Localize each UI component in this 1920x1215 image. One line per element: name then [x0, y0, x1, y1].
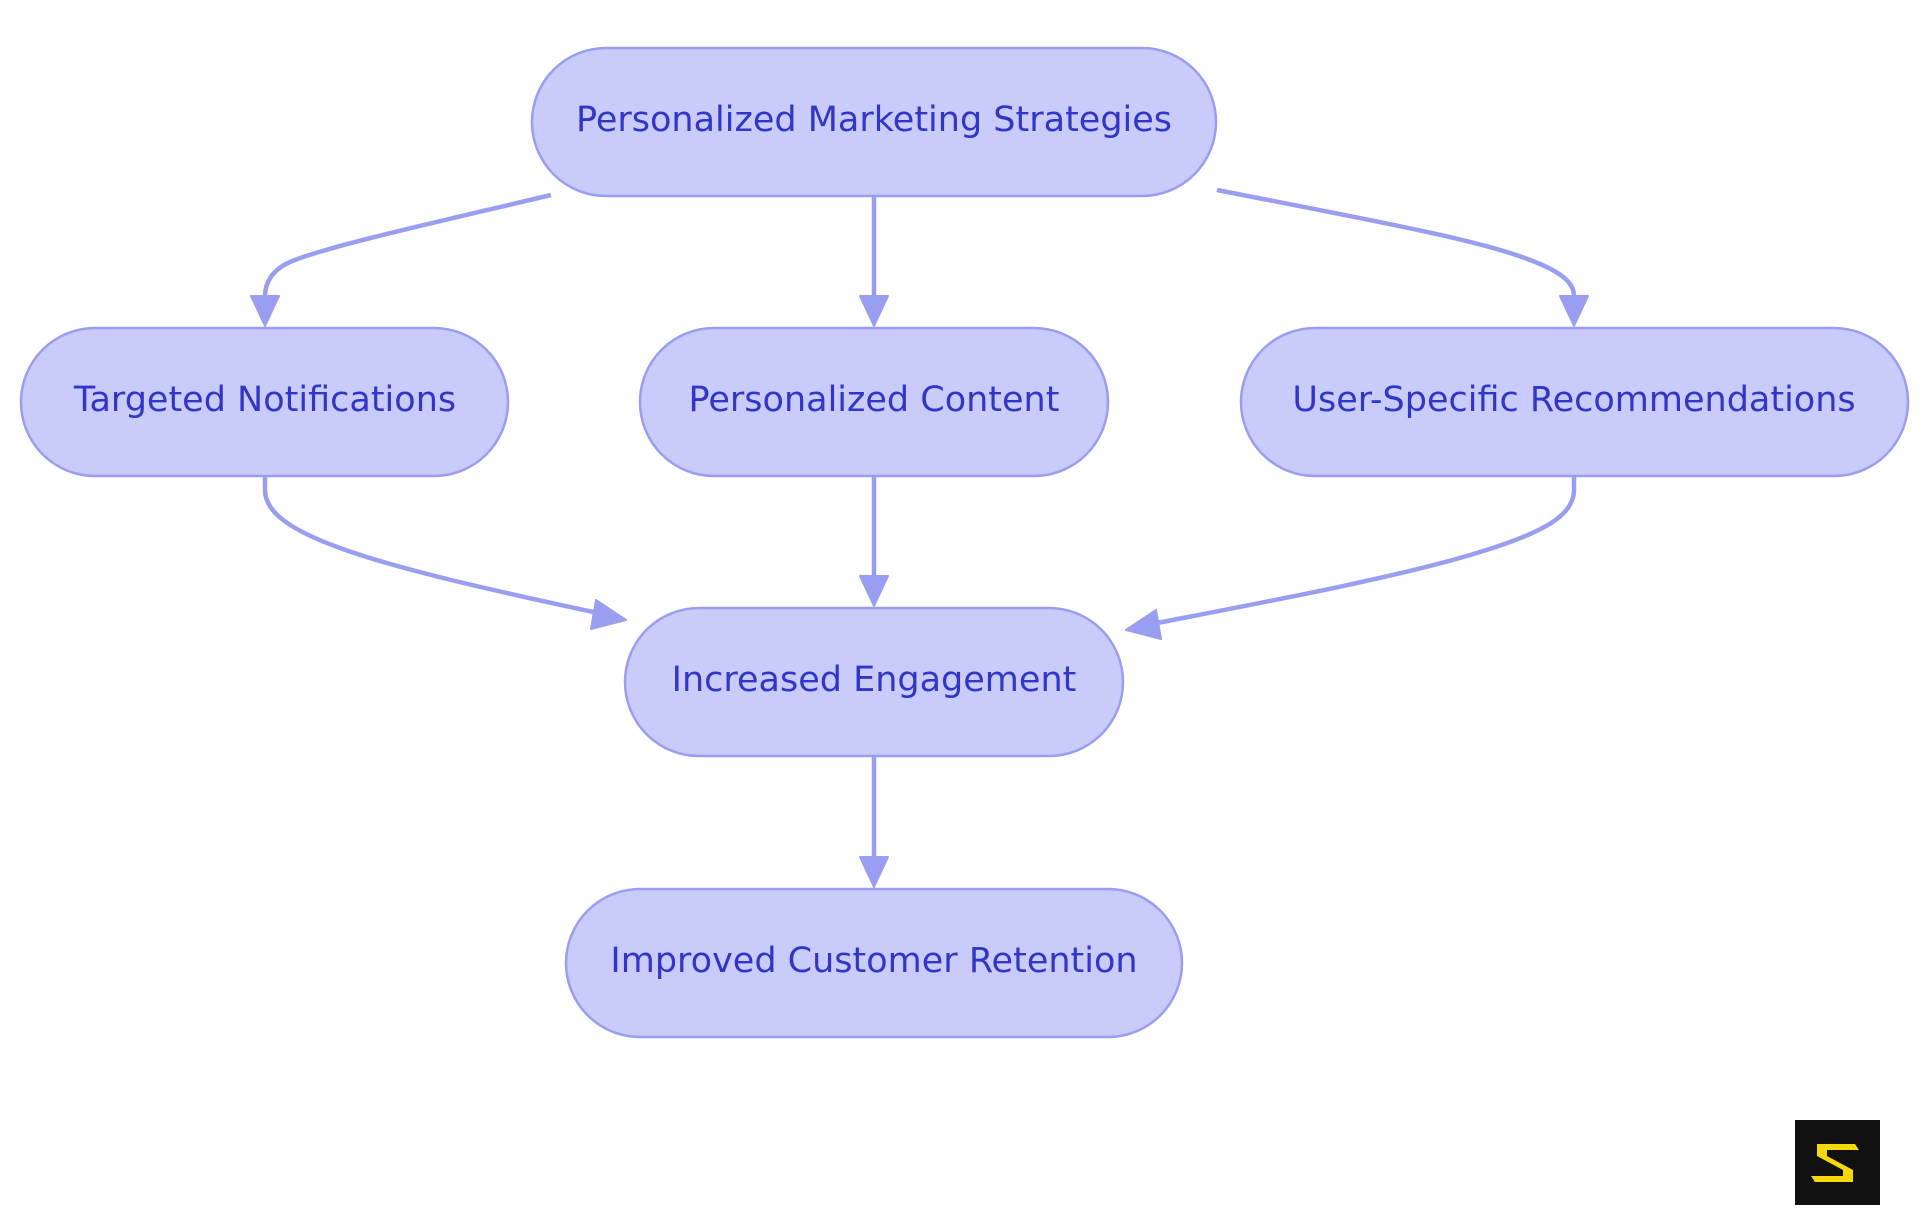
node-increased-engagement: Increased Engagement — [623, 606, 1125, 758]
node-label: User-Specific Recommendations — [1292, 380, 1855, 420]
brand-s-logo-icon — [1795, 1120, 1880, 1205]
node-improved-customer-retention: Improved Customer Retention — [564, 887, 1184, 1039]
edge-strategies-to-recommendations — [1216, 187, 1577, 297]
arrowhead-strategies-to-content — [859, 295, 889, 327]
node-label: Targeted Notifications — [73, 380, 456, 420]
arrowhead-strategies-to-recommendations — [1559, 295, 1589, 327]
arrowhead-notifications-to-engagement — [590, 599, 627, 630]
edge-notifications-to-engagement — [262, 476, 599, 616]
node-shape — [1239, 326, 1910, 478]
arrowhead-strategies-to-notifications — [250, 295, 280, 327]
node-user-specific-recommendations: User-Specific Recommendations — [1239, 326, 1910, 478]
edges — [250, 187, 1589, 888]
node-personalized-marketing-strategies: Personalized Marketing Strategies — [530, 46, 1218, 198]
edge-recommendations-to-engagement — [1151, 476, 1577, 627]
node-label: Personalized Marketing Strategies — [576, 100, 1172, 140]
node-targeted-notifications: Targeted Notifications — [19, 326, 510, 478]
arrowhead-recommendations-to-engagement — [1125, 609, 1162, 640]
node-shape — [19, 326, 510, 478]
node-shape — [623, 606, 1125, 758]
arrowhead-engagement-to-retention — [859, 856, 889, 888]
node-shape — [530, 46, 1218, 198]
edge-strategies-to-notifications — [262, 192, 552, 297]
node-shape — [564, 887, 1184, 1039]
node-personalized-content: Personalized Content — [638, 326, 1110, 478]
node-label: Improved Customer Retention — [610, 941, 1137, 981]
node-shape — [638, 326, 1110, 478]
node-label: Increased Engagement — [672, 660, 1077, 700]
brand-s-logo-mark — [1811, 1144, 1859, 1182]
node-label: Personalized Content — [689, 380, 1060, 420]
arrowhead-content-to-engagement — [859, 575, 889, 607]
